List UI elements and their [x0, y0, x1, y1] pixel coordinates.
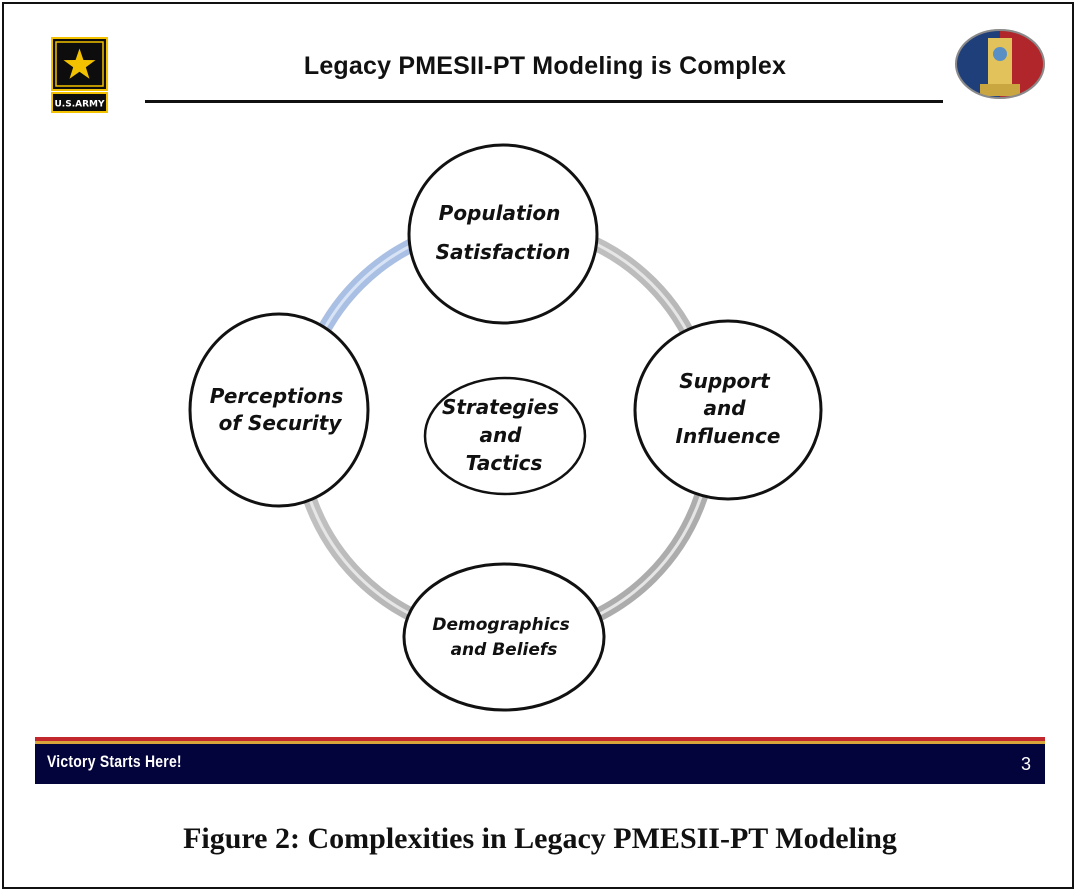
footer-red-stripe — [35, 737, 1045, 741]
footer-slogan: Victory Starts Here! — [47, 752, 182, 771]
node-perceptions-security — [188, 312, 370, 508]
slide-title: Legacy PMESII-PT Modeling is Complex — [303, 52, 787, 80]
title-underline — [145, 100, 943, 103]
footer-gold-stripe — [35, 741, 1045, 744]
label-support-influence: Support and Influence — [676, 369, 781, 448]
us-army-star-logo: U.S.ARMY — [51, 37, 108, 113]
label-population-satisfaction: Population Satisfaction — [436, 201, 571, 264]
footer-bar: Victory Starts Here! 3 — [35, 744, 1045, 784]
unit-seal-icon — [954, 28, 1046, 100]
node-support-influence — [633, 319, 823, 501]
ring-highlight-segment — [313, 237, 419, 342]
node-strategies-tactics — [423, 376, 587, 496]
label-strategies-tactics: Strategies and Tactics — [442, 395, 566, 475]
label-perceptions-security: Perceptions of Security — [210, 384, 351, 435]
figure-caption: Figure 2: Complexities in Legacy PMESII-… — [183, 822, 897, 855]
page-number: 3 — [1020, 754, 1031, 774]
node-demographics-beliefs — [402, 562, 606, 712]
army-logo-text: U.S.ARMY — [55, 100, 105, 110]
label-demographics-beliefs: Demographics and Beliefs — [432, 615, 575, 660]
node-population-satisfaction — [407, 143, 599, 325]
